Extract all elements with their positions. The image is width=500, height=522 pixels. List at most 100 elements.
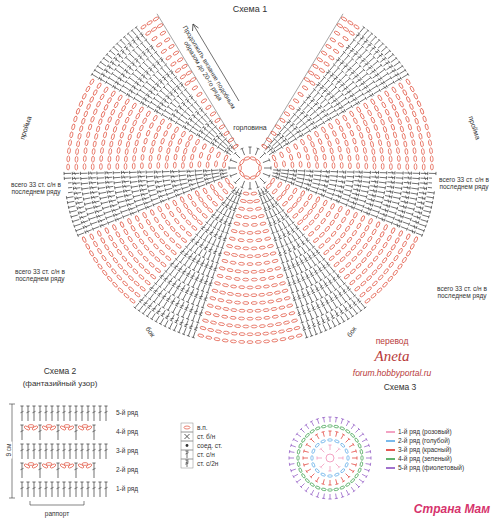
stitch-top xyxy=(351,105,353,108)
stitch-symbol xyxy=(321,180,328,181)
stitch-tick xyxy=(222,172,224,175)
stitch-symbol xyxy=(299,124,304,128)
stitch-symbol xyxy=(146,71,151,76)
stitch-symbol xyxy=(296,241,300,247)
stitch-symbol xyxy=(331,99,336,103)
chain-stitch xyxy=(270,251,277,255)
stitch-top xyxy=(302,279,305,280)
stitch-tick xyxy=(154,65,155,68)
stitch-tick xyxy=(370,95,373,97)
stitch-symbol xyxy=(267,203,270,209)
chain-stitch xyxy=(133,147,137,153)
stitch-top xyxy=(126,93,128,96)
stitch-top xyxy=(333,271,336,273)
stitch-top xyxy=(323,258,326,260)
stitch-top xyxy=(121,171,122,174)
stitch-top xyxy=(138,180,139,183)
stitch-top xyxy=(128,208,129,211)
chain-stitch xyxy=(196,92,203,98)
stitch-top xyxy=(160,102,162,105)
stitch-top xyxy=(132,85,134,88)
stitch-symbol xyxy=(208,253,211,259)
stitch-tick xyxy=(199,296,203,297)
stitch-symbol xyxy=(290,139,296,143)
stitch-symbol xyxy=(171,260,175,265)
chain-stitch xyxy=(318,138,323,145)
stitch-symbol xyxy=(385,196,392,197)
stitch-top xyxy=(175,194,176,197)
stitch-top xyxy=(269,144,271,146)
chain-stitch xyxy=(258,214,264,218)
stitch-top xyxy=(302,133,304,136)
stitch-top xyxy=(391,195,393,198)
stitch-symbol xyxy=(386,191,393,192)
stitch-symbol xyxy=(302,187,309,189)
stitch-top xyxy=(197,182,199,185)
stitch-symbol xyxy=(123,215,129,217)
stitch-top xyxy=(279,143,281,146)
chain-stitch xyxy=(251,216,257,219)
stitch-tick xyxy=(218,136,219,139)
stitch-symbol xyxy=(191,187,198,189)
stitch-symbol xyxy=(289,174,296,175)
stitch-symbol xyxy=(369,190,376,191)
stitch-tick xyxy=(187,122,189,126)
chain-stitch xyxy=(380,119,385,126)
chain-stitch xyxy=(284,111,291,117)
stitch-symbol xyxy=(115,187,122,188)
chain-stitch xyxy=(125,117,130,124)
stitch-tick xyxy=(219,236,223,237)
stitch-tick xyxy=(347,69,350,70)
stitch-symbol xyxy=(149,190,156,192)
chain-stitch xyxy=(349,111,354,118)
stitch-tick xyxy=(323,189,325,193)
stitch-symbol xyxy=(374,206,381,208)
stitch-symbol xyxy=(191,289,194,295)
stitch-tick xyxy=(192,188,195,191)
chain-stitch xyxy=(355,238,361,244)
stitch-tick xyxy=(392,171,393,174)
stitch-top xyxy=(209,268,212,269)
stitch-top xyxy=(146,175,147,178)
stitch-tick xyxy=(221,133,222,136)
chain-stitch xyxy=(154,217,159,224)
chain-stitch xyxy=(219,291,225,295)
chain-stitch xyxy=(202,202,208,208)
stitch-top xyxy=(211,173,212,176)
stitch-tick xyxy=(350,95,353,97)
chain-stitch xyxy=(275,266,282,270)
stitch-top xyxy=(183,264,186,266)
stitch-symbol xyxy=(286,132,291,136)
chain-stitch xyxy=(279,151,284,158)
stitch-tick xyxy=(326,72,329,74)
stitch-top xyxy=(192,260,195,262)
stitch-symbol xyxy=(361,191,368,192)
chain-stitch xyxy=(282,161,286,167)
stitch-tick xyxy=(325,179,326,182)
stitch-symbol xyxy=(116,218,122,221)
stitch-top xyxy=(274,223,277,224)
chain-stitch xyxy=(231,229,237,233)
stitch-tick xyxy=(306,187,307,191)
stitch-top xyxy=(303,101,305,103)
stitch-symbol xyxy=(268,219,270,225)
stitch-symbol xyxy=(276,207,280,213)
stitch-top xyxy=(331,197,332,200)
stitch-top xyxy=(286,180,287,183)
chain-stitch xyxy=(165,255,171,261)
stitch-top xyxy=(221,204,224,206)
stitch-tick xyxy=(164,77,165,80)
stitch-tick xyxy=(325,283,327,286)
stitch-symbol xyxy=(136,82,142,86)
stitch-top xyxy=(287,128,289,130)
stitch-top xyxy=(224,150,226,153)
stitch-top xyxy=(303,122,305,125)
stitch-symbol xyxy=(280,179,287,181)
stitch-symbol xyxy=(330,65,334,70)
stitch-top xyxy=(330,117,332,120)
stitch-top xyxy=(326,88,328,90)
stitch-tick xyxy=(368,207,369,211)
stitch-symbol xyxy=(143,197,150,199)
chain-stitch xyxy=(298,207,304,213)
stitch-symbol xyxy=(345,185,352,186)
